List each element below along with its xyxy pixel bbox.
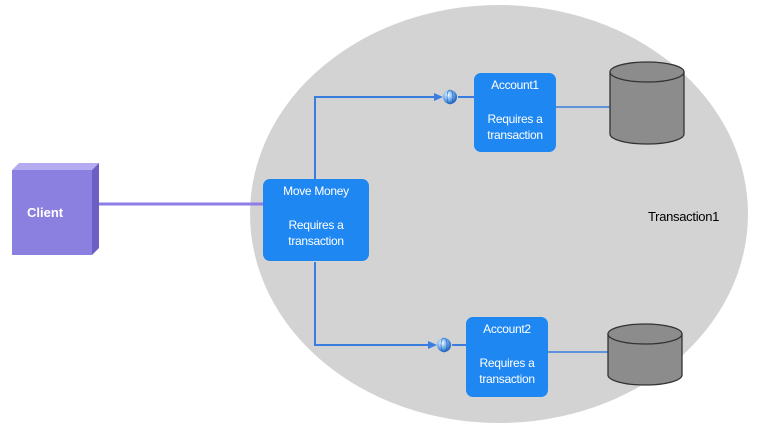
account2-title: Account2 <box>483 322 531 336</box>
account2-line2: transaction <box>479 372 534 386</box>
account2-component[interactable]: Account2 Requires a transaction <box>466 317 548 397</box>
globe-interface-icon <box>437 337 451 353</box>
account1-line2: transaction <box>487 128 542 142</box>
account1-title: Account1 <box>491 78 539 92</box>
client-label: Client <box>27 205 64 220</box>
cylinder-database-icon <box>609 61 685 145</box>
move-money-component[interactable]: Move Money Requires a transaction <box>263 179 369 261</box>
transaction-label: Transaction1 <box>648 209 719 224</box>
account2-line1: Requires a <box>479 356 535 370</box>
client-node[interactable]: Client <box>12 163 99 255</box>
arrow-to-account2 <box>428 341 437 349</box>
move-money-title: Move Money <box>283 184 349 198</box>
move-money-connector <box>314 96 434 346</box>
account1-component[interactable]: Account1 Requires a transaction <box>474 73 556 152</box>
arrow-to-account1 <box>434 93 443 101</box>
cylinder-database-icon <box>607 323 683 386</box>
globe-interface-icon <box>443 89 457 105</box>
account1-line1: Requires a <box>487 112 543 126</box>
move-money-line1: Requires a <box>288 218 344 232</box>
move-money-line2: transaction <box>288 234 343 248</box>
